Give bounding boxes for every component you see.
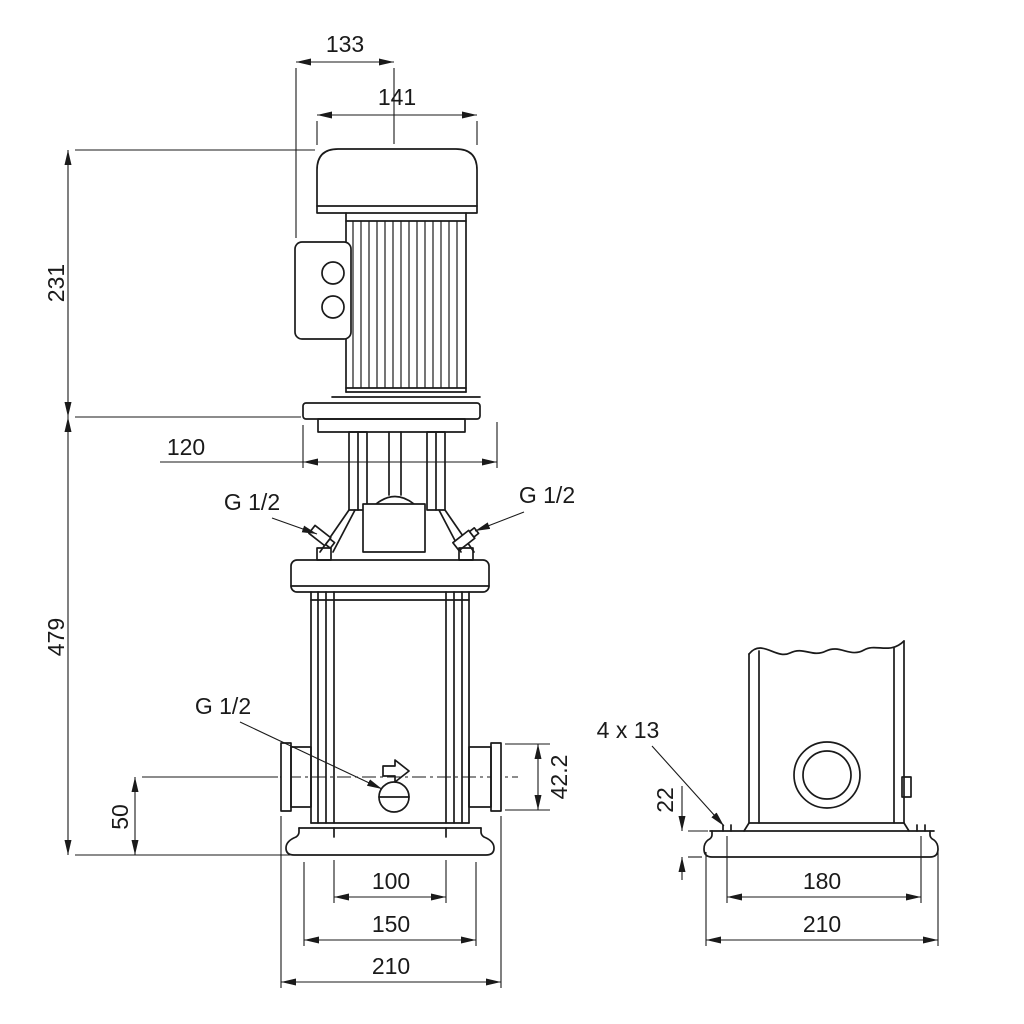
dim-133-label: 133 (326, 31, 364, 57)
head-flange (290, 559, 490, 593)
dim-180-label: 180 (803, 868, 841, 894)
front-view (262, 148, 518, 856)
dim-180: 180 (726, 836, 922, 903)
dim-100: 100 (333, 860, 447, 903)
dim-50-label: 50 (107, 804, 133, 830)
plug-boss-left (316, 547, 332, 561)
cooling-fins (352, 221, 458, 388)
side-base (703, 822, 939, 858)
dim-150: 150 (303, 862, 477, 946)
plug-left-label: G 1/2 (224, 489, 280, 515)
nameplate (362, 503, 426, 553)
plug-label-left: G 1/2 (224, 489, 318, 535)
pump-head (290, 495, 490, 593)
coupling-section (348, 431, 446, 511)
flow-direction-arrow-icon (382, 759, 410, 783)
side-tab (901, 776, 912, 798)
drain-plug-label: G 1/2 (195, 693, 251, 719)
dim-133: 133 (295, 31, 395, 238)
motor-fan-cover (316, 148, 478, 214)
bolt-holes-callout: 4 x 13 (597, 717, 725, 827)
dimensions-front: 133 141 231 120 479 G 1/2 (43, 31, 575, 988)
dim-210-side-label: 210 (803, 911, 841, 937)
plug-label-right: G 1/2 (474, 482, 575, 532)
port-flange-left (280, 742, 292, 812)
dim-120-label: 120 (167, 434, 205, 460)
side-view (703, 640, 939, 858)
cable-entry-hole (321, 295, 345, 319)
shaft-seal-dome (375, 495, 415, 505)
terminal-box (294, 241, 352, 340)
dim-22-label: 22 (652, 787, 678, 813)
dimensions-side: 4 x 13 22 180 210 (597, 717, 939, 946)
dim-210-front: 210 (280, 816, 502, 988)
side-port (793, 741, 861, 809)
staybolts (310, 591, 470, 824)
drain-label: G 1/2 (195, 693, 383, 790)
motor-body (345, 212, 467, 393)
motor-flange (302, 396, 481, 433)
drain-plug-boss (378, 781, 410, 813)
break-line (748, 640, 905, 656)
discharge-port (468, 742, 502, 812)
bolt-hole-edges (722, 824, 926, 832)
dim-141: 141 (316, 84, 478, 145)
pump-cylinder (310, 591, 470, 824)
suction-port (280, 742, 312, 812)
bolt-holes-label: 4 x 13 (597, 717, 660, 743)
side-body (748, 640, 912, 824)
dim-42-2-label: 42.2 (546, 755, 572, 800)
dim-120: 120 (160, 422, 498, 468)
dim-141-label: 141 (378, 84, 416, 110)
pump-base (285, 827, 495, 856)
plug-right-label: G 1/2 (519, 482, 575, 508)
dim-50: 50 (107, 776, 278, 855)
priming-plug-left (308, 524, 336, 549)
dim-231-label: 231 (43, 264, 69, 302)
dim-100-label: 100 (372, 868, 410, 894)
dim-479-label: 479 (43, 618, 69, 656)
dim-22: 22 (652, 786, 708, 880)
port-flange-right (490, 742, 502, 812)
dim-42-2: 42.2 (505, 743, 572, 811)
dim-150-label: 150 (372, 911, 410, 937)
dim-479: 479 (43, 417, 292, 856)
dim-210-front-label: 210 (372, 953, 410, 979)
dim-210-side: 210 (705, 852, 939, 946)
cable-entry-hole (321, 261, 345, 285)
dim-231: 231 (43, 149, 315, 418)
